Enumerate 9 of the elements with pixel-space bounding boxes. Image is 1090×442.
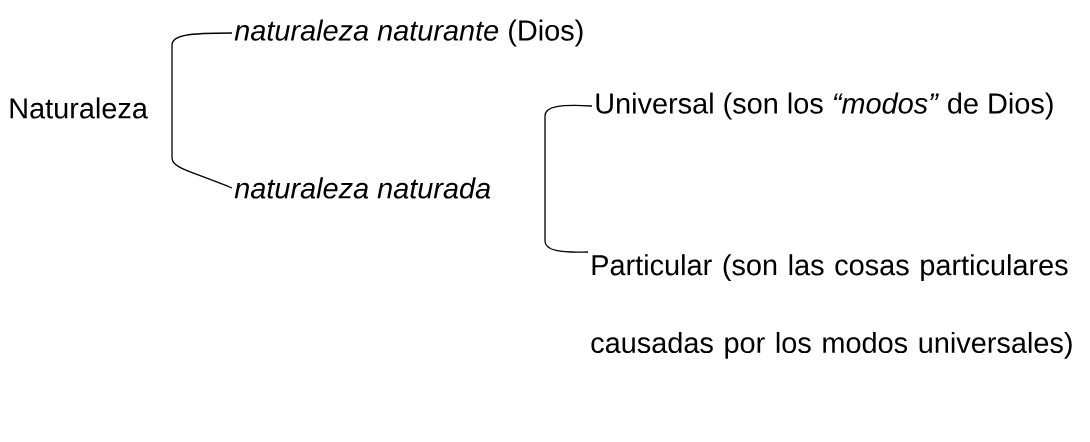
node-text: naturaleza naturante (Dios) <box>234 19 583 47</box>
bracket <box>171 32 233 109</box>
node-text: Universal (son los “modos” de Dios) <box>596 92 1053 120</box>
node-text: Particular (son las cosas particulares causadas por los modos universales) <box>591 254 1072 359</box>
node-text: naturaleza naturada <box>234 177 491 199</box>
node-text: Naturaleza <box>10 97 148 119</box>
bracket <box>171 107 233 189</box>
bracket <box>544 104 593 179</box>
bracket <box>544 177 589 253</box>
